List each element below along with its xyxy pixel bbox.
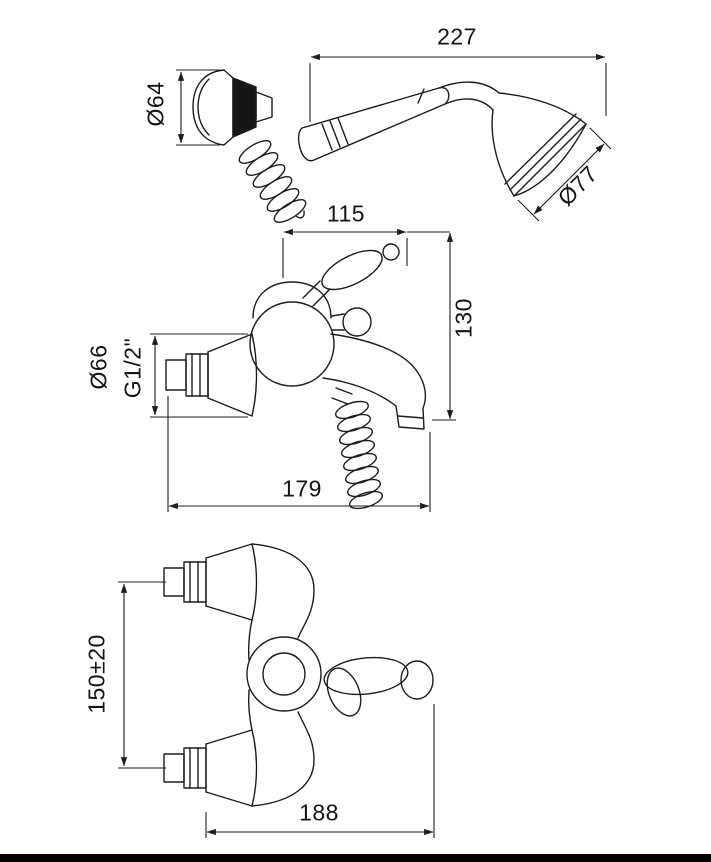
shower-head	[491, 92, 587, 197]
lever-ball-front	[400, 660, 434, 700]
spout-lower	[322, 377, 397, 407]
hose-nipple	[335, 387, 353, 395]
lever-grip-front	[323, 656, 409, 696]
aerator-ring	[397, 415, 424, 419]
ext-line	[589, 127, 612, 150]
wall-tail-top	[163, 567, 185, 597]
mixer-front-view	[163, 543, 434, 807]
wall-nut-top	[183, 561, 207, 603]
lever-drop-front	[326, 667, 362, 717]
aerator	[395, 405, 425, 430]
footer-bar	[0, 854, 711, 862]
escutcheon-cone-bottom	[205, 791, 253, 807]
wall-holder-inner	[197, 78, 210, 136]
wall-nut	[185, 353, 209, 397]
dim-label-escutcheon-diameter: Ø66	[85, 344, 112, 390]
diverter-stem	[331, 313, 345, 317]
ext-line	[517, 199, 540, 222]
handle-rib	[321, 123, 333, 151]
dim-label-side-height: 130	[450, 298, 477, 338]
spout-front-inner	[262, 652, 306, 696]
escutcheon-cone-bottom	[205, 729, 253, 745]
body-upper	[251, 543, 315, 639]
wall-holder	[192, 69, 234, 146]
wall-tail-bottom	[163, 753, 185, 783]
body-lower	[251, 711, 315, 807]
dim-label-side-body-width: 115	[326, 200, 366, 227]
head-neck-upper	[438, 81, 500, 94]
dim-label-front-width: 188	[299, 799, 339, 826]
wall-tail	[165, 359, 187, 391]
dim-label-holder-diameter: Ø64	[142, 81, 169, 127]
hose-coil-top	[238, 140, 307, 223]
spout-front	[246, 636, 322, 712]
hose-coil-side	[334, 400, 384, 510]
dim-label-handshower-width: 227	[437, 23, 477, 50]
handle-rib	[329, 120, 341, 148]
lever-grip	[321, 249, 383, 291]
escutcheon-cone	[207, 397, 253, 417]
lever-stem	[312, 288, 331, 307]
escutcheon-cone-top	[205, 605, 253, 621]
dim-label-connection-thread: G1/2"	[119, 337, 146, 399]
dimension-lines	[118, 53, 612, 838]
lever-ball	[382, 243, 400, 261]
diverter-knob	[342, 307, 372, 337]
head-neck-lower	[444, 98, 494, 111]
hose-nipple	[331, 397, 349, 405]
escutcheon-cone-top	[205, 543, 253, 559]
body-dome	[252, 281, 332, 319]
spout-upper	[330, 333, 427, 409]
holder-band	[232, 77, 257, 138]
escutcheon-face	[251, 333, 258, 417]
mixer-side-view	[165, 243, 427, 510]
escutcheon-face-top	[251, 543, 258, 621]
handshower-handle	[297, 86, 450, 162]
wall-nut-bottom	[183, 747, 207, 789]
holder-neck	[255, 91, 273, 123]
dim-label-connection-centres: 150±20	[83, 634, 110, 714]
body-waist-left-lower	[247, 689, 253, 731]
dim-line-o77	[533, 143, 605, 215]
escutcheon-cone	[207, 333, 253, 353]
escutcheon-face-bottom	[251, 729, 258, 807]
handshower-view	[192, 69, 587, 223]
handle-rib	[337, 117, 349, 145]
handle-seam	[417, 88, 425, 104]
body	[249, 301, 335, 387]
lever-stem	[302, 280, 321, 299]
body-waist-left-upper	[247, 619, 253, 661]
dim-label-side-depth: 179	[282, 475, 322, 502]
